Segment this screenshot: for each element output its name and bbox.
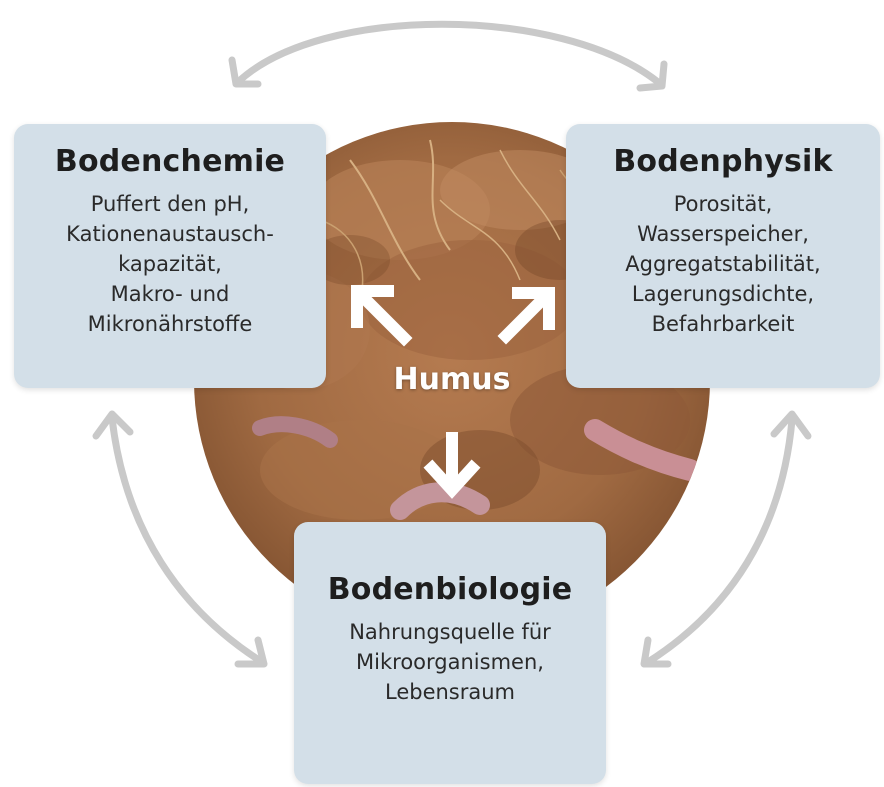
physics-line: Aggregatstabilität, [566,249,880,279]
physics-description: Porosität, Wasserspeicher, Aggregatstabi… [566,189,880,339]
biology-description: Nahrungsquelle für Mikroorganismen, Lebe… [294,617,606,707]
chemistry-description: Puffert den pH, Kationenaustausch- kapaz… [14,189,326,339]
physics-line: Lagerungsdichte, [566,279,880,309]
physics-line: Porosität, [566,189,880,219]
biology-title: Bodenbiologie [294,572,606,607]
chemistry-line: Mikronährstoffe [14,309,326,339]
biology-line: Nahrungsquelle für [294,617,606,647]
chemistry-line: kapazität, [14,249,326,279]
biology-box: Bodenbiologie Nahrungsquelle für Mikroor… [294,522,606,784]
physics-line: Wasserspeicher, [566,219,880,249]
chemistry-line: Puffert den pH, [14,189,326,219]
biology-line: Mikroorganismen, [294,647,606,677]
physics-title: Bodenphysik [566,144,880,179]
cycle-arrow-top [232,24,664,88]
chemistry-box: Bodenchemie Puffert den pH, Kationenaust… [14,124,326,388]
chemistry-title: Bodenchemie [14,144,326,179]
biology-line: Lebensraum [294,677,606,707]
physics-line: Befahrbarkeit [566,309,880,339]
humus-label: Humus [384,362,520,397]
chemistry-line: Kationenaustausch- [14,219,326,249]
physics-box: Bodenphysik Porosität, Wasserspeicher, A… [566,124,880,388]
chemistry-line: Makro- und [14,279,326,309]
